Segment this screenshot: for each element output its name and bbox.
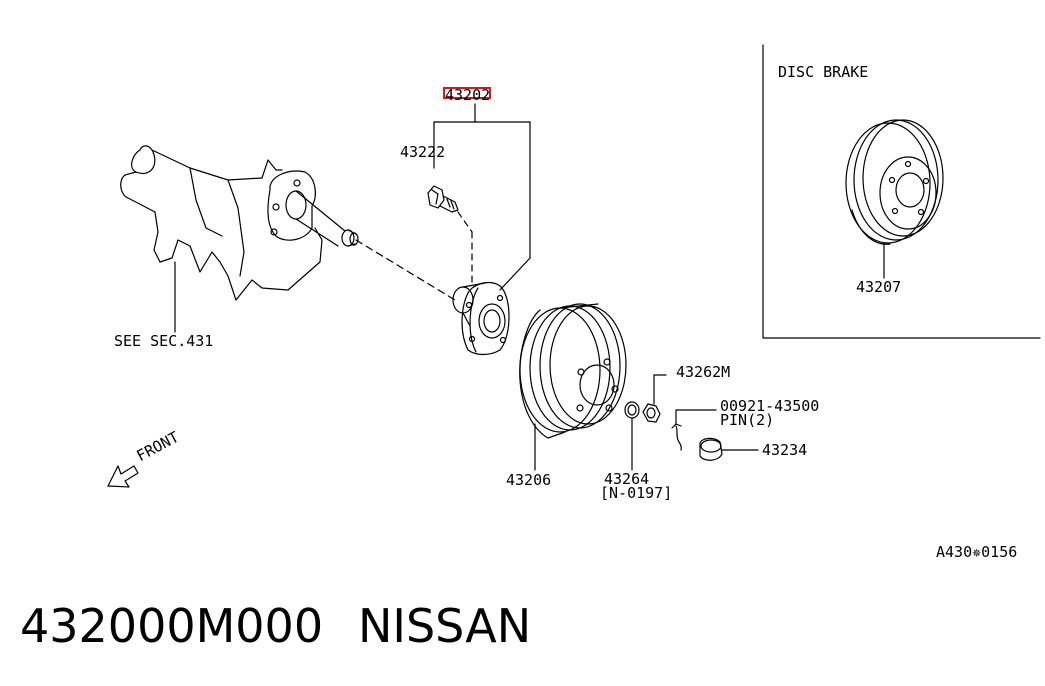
part-number-title: 432000M000 bbox=[20, 599, 324, 653]
diagram-code: A430✵0156 bbox=[936, 543, 1018, 561]
label-43206[interactable]: 43206 bbox=[506, 471, 552, 489]
brake-drum[interactable] bbox=[519, 303, 627, 471]
label-43234[interactable]: 43234 bbox=[762, 441, 808, 459]
label-43222[interactable]: 43222 bbox=[400, 143, 446, 161]
label-43264-range: [N-0197] bbox=[600, 484, 673, 502]
label-43264[interactable]: 43264 bbox=[604, 470, 650, 488]
axle-knuckle-assembly[interactable] bbox=[120, 145, 359, 333]
washer-43264[interactable] bbox=[624, 401, 640, 471]
brand-name: NISSAN bbox=[358, 599, 532, 653]
pin-00921[interactable] bbox=[671, 409, 717, 451]
hub-assembly[interactable] bbox=[452, 281, 510, 356]
label-00921-43500[interactable]: 00921-43500 bbox=[720, 397, 820, 415]
hub-bolt-43222[interactable] bbox=[427, 185, 473, 283]
leader-43202 bbox=[433, 103, 531, 291]
front-direction-arrow bbox=[107, 465, 139, 488]
label-disc-brake: DISC BRAKE bbox=[778, 63, 869, 81]
label-see-sec[interactable]: SEE SEC.431 bbox=[114, 332, 214, 350]
hub-cap-43234[interactable] bbox=[699, 437, 759, 461]
spindle-hub-dashed-leader bbox=[355, 239, 456, 301]
disc-brake-inset-frame bbox=[762, 44, 1041, 339]
label-pin: PIN(2) bbox=[720, 411, 775, 429]
label-43207[interactable]: 43207 bbox=[856, 278, 902, 296]
nut-43262m[interactable] bbox=[642, 374, 667, 423]
disc-brake-rotor[interactable] bbox=[845, 119, 944, 279]
selected-part-highlight bbox=[443, 87, 491, 99]
parts-diagram bbox=[107, 44, 1041, 488]
label-43262m[interactable]: 43262M bbox=[676, 363, 731, 381]
label-43202[interactable]: 43202 bbox=[445, 86, 491, 104]
